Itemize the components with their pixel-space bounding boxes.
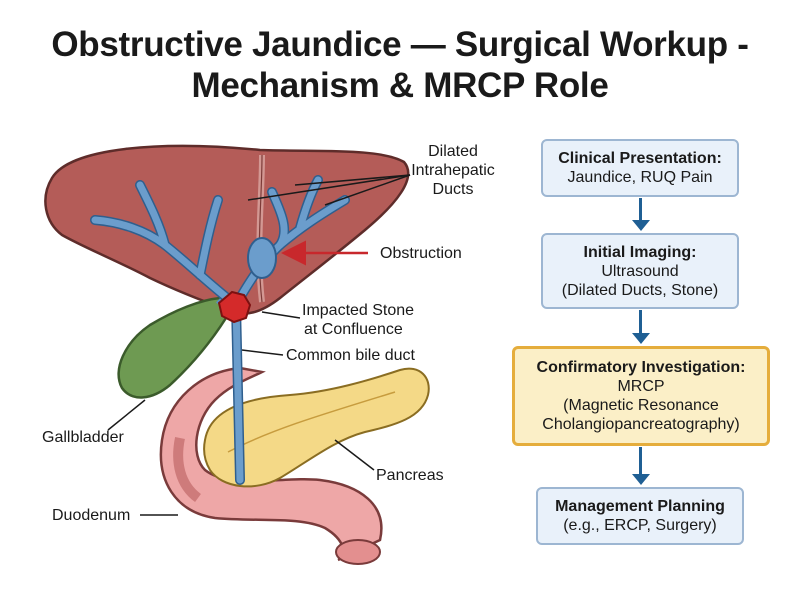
flow-arrow-2 xyxy=(632,310,650,344)
pancreas-shape xyxy=(203,367,430,488)
label-impacted-stone: Impacted Stone at Confluence xyxy=(302,302,415,338)
gallbladder-shape xyxy=(117,296,228,399)
label-gallbladder: Gallbladder xyxy=(42,429,124,446)
flow-arrow-1 xyxy=(632,198,650,231)
label-duodenum: Duodenum xyxy=(52,507,131,524)
title-line-2: Mechanism & MRCP Role xyxy=(191,66,609,105)
flow-step-confirmatory-investigation: Confirmatory Investigation: MRCP (Magnet… xyxy=(512,346,770,446)
liver-shape xyxy=(44,144,410,315)
label-obstruction: Obstruction xyxy=(380,245,462,262)
flow-step-management-planning: Management Planning (e.g., ERCP, Surgery… xyxy=(536,487,744,545)
flow-step-initial-imaging: Initial Imaging: Ultrasound (Dilated Duc… xyxy=(541,233,739,309)
flow-arrow-3 xyxy=(632,447,650,485)
label-pancreas: Pancreas xyxy=(376,467,444,484)
page-title: Obstructive Jaundice — Surgical Workup -… xyxy=(0,24,800,106)
flow-step-clinical-presentation: Clinical Presentation: Jaundice, RUQ Pai… xyxy=(541,139,739,197)
intrahepatic-ducts xyxy=(90,175,350,485)
label-common-bile-duct: Common bile duct xyxy=(286,347,415,364)
impacted-stone xyxy=(217,290,252,324)
leader-lines xyxy=(107,174,411,516)
title-line-1: Obstructive Jaundice — Surgical Workup - xyxy=(51,25,749,64)
label-dilated-ducts: Dilated Intrahepatic Ducts xyxy=(411,143,495,198)
